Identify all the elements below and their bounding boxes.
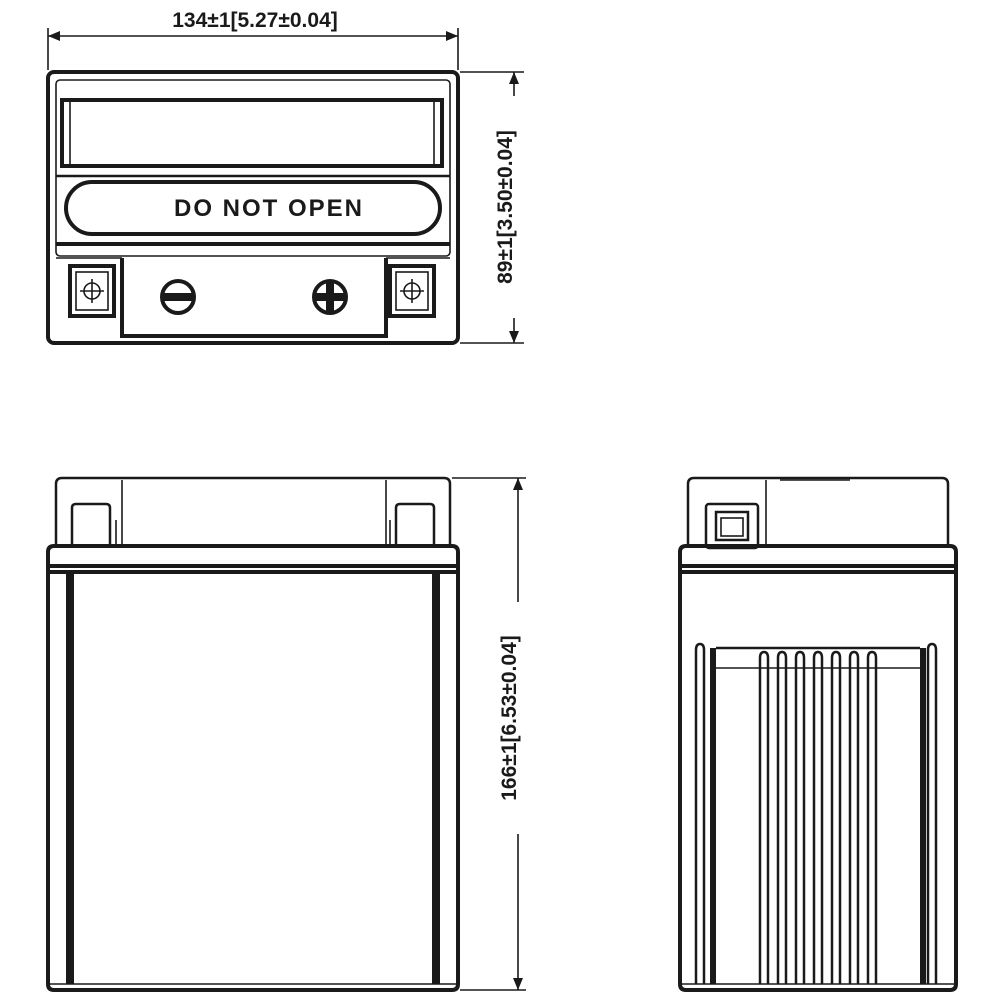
warning-label-text: DO NOT OPEN — [174, 195, 364, 222]
negative-terminal-post — [68, 264, 116, 318]
top-view: 134±1[5.27±0.04] DO NOT OPEN — [46, 6, 524, 345]
positive-terminal-post — [388, 264, 436, 318]
width-dimension: 134±1[5.27±0.04] — [47, 6, 459, 70]
top-height-dimension: 89±1[3.50±0.04] — [460, 71, 524, 344]
side-height-dimension: 166±1[6.53±0.04] — [452, 477, 526, 991]
warning-label-plate — [64, 180, 442, 236]
top-view-outline — [46, 70, 460, 345]
side-view-body — [678, 566, 958, 992]
width-dimension-label: 134±1[5.27±0.04] — [172, 9, 338, 32]
side-terminal-post — [704, 502, 760, 550]
front-view-body — [46, 566, 460, 992]
plus-icon — [312, 279, 348, 315]
top-height-dimension-label: 89±1[3.50±0.04] — [494, 130, 517, 284]
cooling-fins — [758, 650, 878, 984]
minus-icon — [160, 279, 196, 315]
side-view — [678, 476, 958, 992]
front-view: 166±1[6.53±0.04] — [46, 476, 526, 992]
handle-strip — [60, 98, 444, 168]
side-height-dimension-label: 166±1[6.53±0.04] — [498, 635, 521, 801]
